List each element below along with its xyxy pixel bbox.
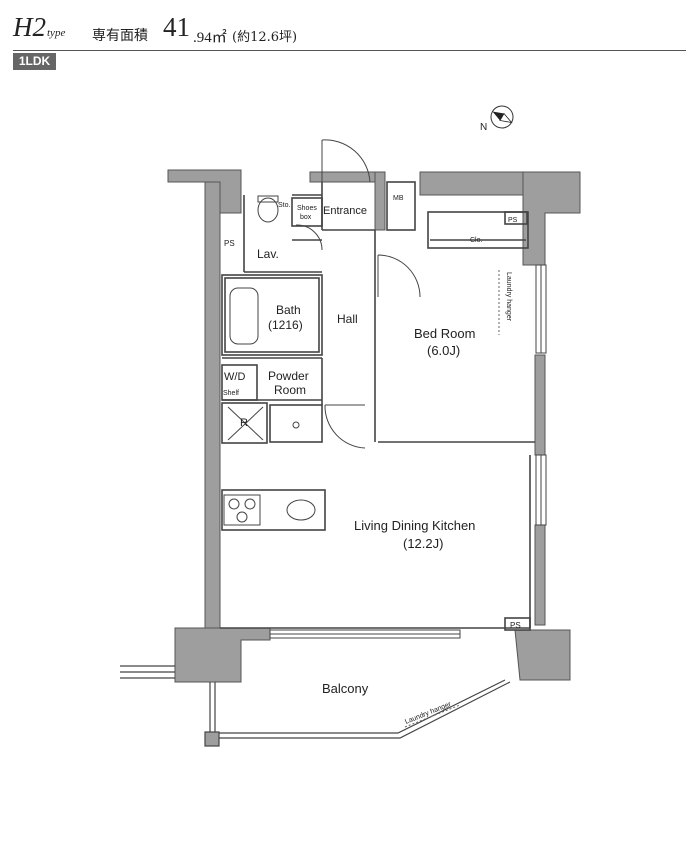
area-decimal: .94㎡	[193, 30, 227, 46]
door-swings	[295, 139, 421, 449]
shoes-box-label-2: box	[300, 214, 312, 221]
hall-label: Hall	[337, 312, 358, 326]
balcony-label: Balcony	[322, 681, 369, 696]
exterior-walls	[167, 169, 581, 683]
shelf-label: Shelf	[223, 390, 239, 397]
type-suffix: type	[47, 27, 66, 39]
header-rule	[13, 50, 686, 51]
compass-icon	[490, 105, 514, 129]
bath-label-2: (1216)	[268, 318, 303, 332]
fixtures	[223, 195, 316, 526]
ps-closet-label: PS	[508, 217, 518, 224]
plan-header: H2type 専有面積 41 .94㎡ (約12.6坪) 1LDK	[0, 0, 700, 72]
balcony-railing	[120, 665, 511, 747]
area-tsubo: (約12.6坪)	[232, 30, 298, 45]
fridge-label: R	[240, 417, 248, 429]
bedroom-label-1: Bed Room	[414, 326, 475, 341]
storage-label: Sto.	[278, 202, 291, 209]
powder-room-label-1: Powder	[268, 369, 309, 383]
layout-badge: 1LDK	[13, 53, 56, 70]
area-integer: 41	[163, 12, 190, 42]
compass-north-label: N	[480, 122, 487, 133]
ps-lav-label: PS	[224, 239, 235, 248]
laundry-hanger-balcony-label: Laundry hanger	[404, 701, 453, 726]
unit-type-code: H2type	[13, 14, 65, 41]
laundry-hanger-bed-label: Laundry hanger	[505, 272, 512, 322]
bedroom-label-2: (6.0J)	[427, 343, 460, 358]
interior-walls	[220, 181, 535, 631]
ldk-label-2: (12.2J)	[403, 536, 443, 551]
powder-room-label-2: Room	[274, 383, 306, 397]
shoes-box-label-1: Shoes	[297, 205, 317, 212]
ldk-label-1: Living Dining Kitchen	[354, 518, 475, 533]
bath-label-1: Bath	[276, 303, 301, 317]
ps-ldk-label: PS	[510, 621, 521, 630]
type-code-text: H2	[13, 12, 46, 42]
entrance-label: Entrance	[323, 205, 367, 217]
area-label: 専有面積	[92, 28, 148, 44]
windows	[269, 264, 547, 639]
lav-label: Lav.	[257, 247, 279, 261]
mb-label: MB	[393, 195, 404, 202]
wd-label: W/D	[224, 371, 245, 383]
laundry-hanger-lines	[404, 270, 500, 728]
closet-label: Clo.	[470, 237, 483, 244]
